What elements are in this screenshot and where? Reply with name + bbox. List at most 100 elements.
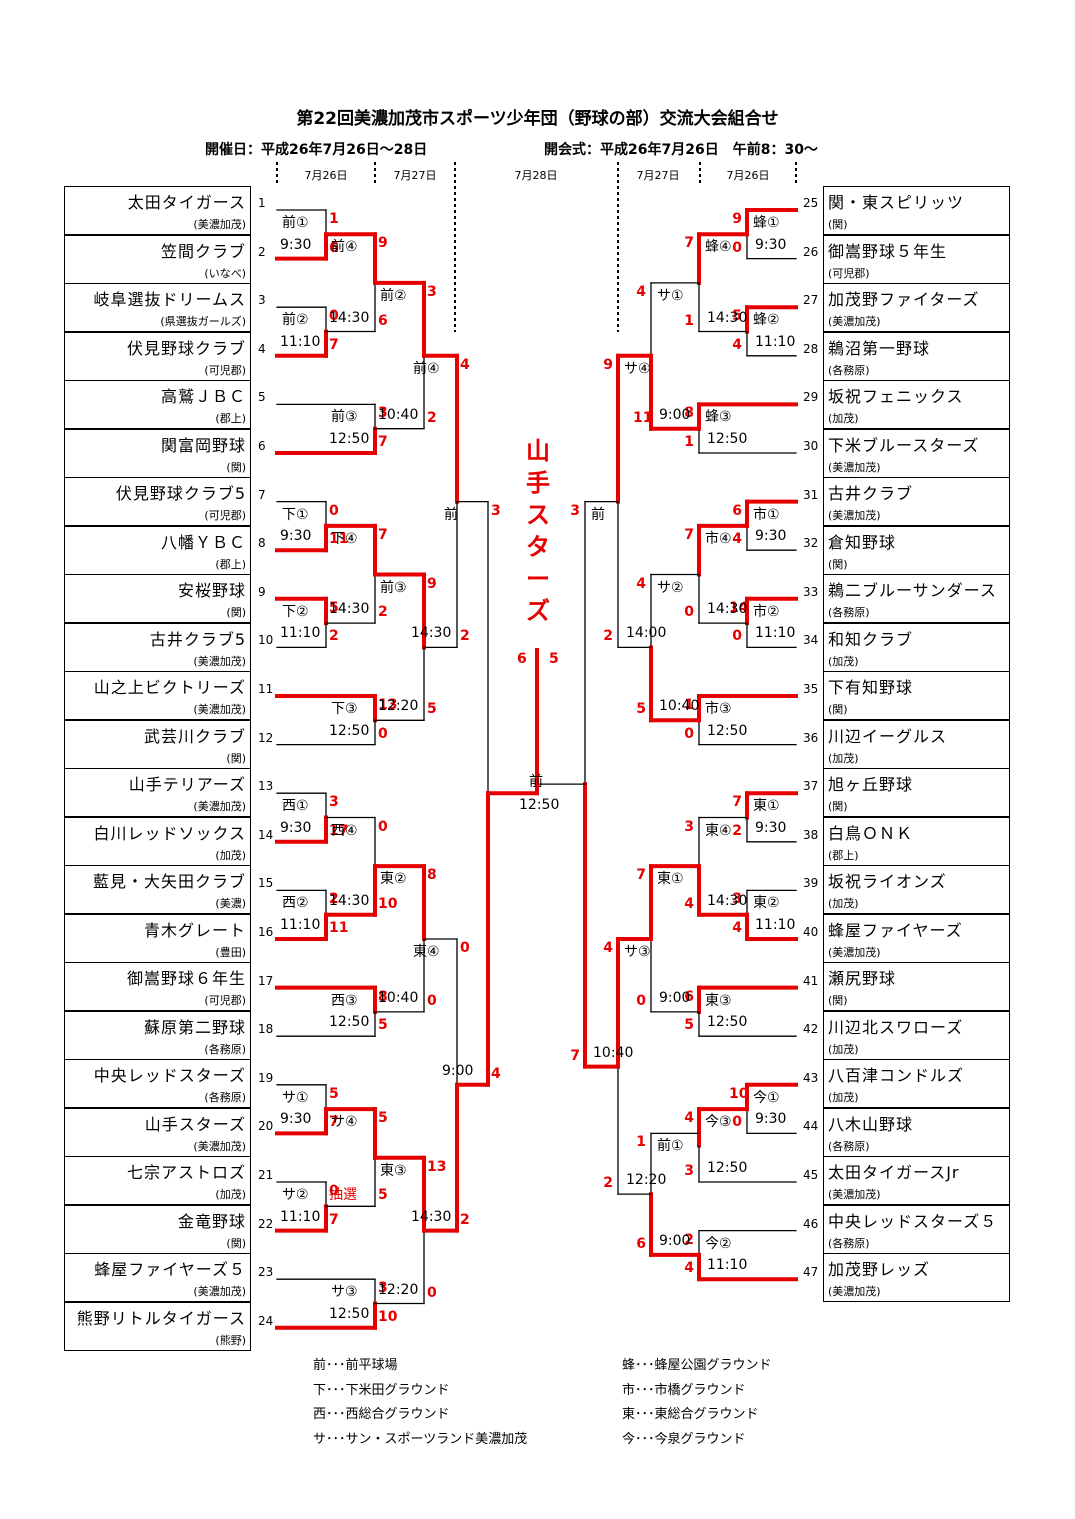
team-region: (各務原) [828, 1139, 870, 1153]
game-time: 12:50 [707, 1160, 748, 1176]
game-score: 1 [636, 1134, 646, 1151]
seed-number: 10 [258, 633, 274, 648]
game-score: 7 [329, 336, 339, 353]
game-score: 4 [636, 283, 646, 300]
game-score: 9 [378, 235, 388, 252]
seed-number: 43 [803, 1070, 819, 1085]
game-score: 7 [636, 867, 646, 884]
team-name: 鵜沼第一野球 [828, 338, 931, 358]
seed-number: 5 [258, 390, 266, 405]
game-label: 蜂① [753, 215, 780, 231]
game-score: 0 [329, 1183, 339, 1199]
seed-number: 21 [258, 1168, 274, 1182]
event-dates: 開催日：平成26年7月26日～28日 [205, 142, 428, 158]
team-region: (美濃加茂) [193, 800, 246, 813]
game-score: 4 [684, 1110, 694, 1127]
team-name: 藍見・大矢田クラブ [92, 872, 246, 891]
seed-number: 14 [258, 827, 274, 842]
team-box: 古井クラブ(美濃加茂) [823, 477, 1010, 526]
team-region: (加茂) [215, 1188, 246, 1201]
game-time: 12:50 [329, 431, 370, 447]
game-score: 5 [378, 1017, 388, 1034]
team-name: 坂祝フェニックス [828, 387, 964, 406]
team-name: 武芸川クラブ [143, 726, 246, 746]
game-label: 市② [753, 603, 780, 620]
game-score: 6 [329, 239, 339, 256]
team-region: (美濃加茂) [828, 945, 881, 959]
game-label: 前③ [380, 579, 407, 596]
seed-number: 22 [258, 1216, 274, 1231]
seed-number: 36 [803, 730, 819, 745]
game-score: 13 [378, 697, 398, 713]
game-label: サ③ [624, 944, 651, 960]
game-score: 3 [570, 502, 580, 519]
legend-item: 前･･･前平球場 [313, 1358, 398, 1373]
game-score: 2 [329, 891, 339, 908]
team-name: 鵜二ブルーサンダース [828, 581, 997, 600]
seed-number: 42 [803, 1022, 819, 1037]
game-score: 0 [684, 725, 694, 742]
team-region: (各務原) [828, 363, 870, 377]
team-name: 熊野リトルタイガース [76, 1308, 246, 1328]
game-score: 5 [427, 701, 437, 718]
game-time: 9:30 [280, 236, 312, 253]
game-score: 6 [636, 1235, 646, 1252]
legend-item: 今･･･今泉グラウンド [622, 1432, 746, 1447]
game-score: 3 [491, 502, 501, 519]
seed-number: 41 [803, 973, 819, 988]
game-score: 8 [684, 405, 694, 422]
game-label: 前④ [331, 239, 358, 256]
game-score: 2 [732, 822, 742, 839]
game-time: 10:40 [378, 989, 419, 1006]
game-score: 0 [732, 1114, 742, 1131]
game-score: 5 [636, 701, 646, 718]
seed-number: 34 [803, 633, 819, 648]
game-label: 西② [282, 895, 309, 912]
team-box: 川辺北スワローズ(加茂) [823, 1010, 1010, 1060]
team-name: 中央レッドスターズ５ [828, 1211, 998, 1231]
team-name: 七宗アストロズ [126, 1163, 246, 1182]
game-score: 4 [732, 336, 742, 353]
game-time: 9:00 [442, 1062, 474, 1079]
team-name: 八木山野球 [828, 1114, 914, 1134]
team-region: (美濃加茂) [828, 315, 881, 328]
game-time: 10:40 [659, 698, 700, 715]
team-name: 蜂屋ファイヤーズ５ [94, 1260, 246, 1279]
game-label: 今② [705, 1235, 732, 1252]
game-score: 2 [427, 409, 437, 426]
game-score: 5 [732, 308, 742, 325]
team-region: (関) [226, 1236, 246, 1250]
game-time: 12:50 [707, 431, 748, 447]
team-box: 伏見野球クラブ5(可児郡) [64, 477, 251, 526]
team-box: 太田タイガース(美濃加茂) [64, 186, 251, 235]
game-time: 12:50 [329, 1014, 370, 1031]
team-box: 御嵩野球６年生(可児郡) [64, 962, 251, 1011]
game-label: サ② [657, 579, 684, 596]
game-score: 7 [378, 434, 388, 450]
seed-number: 19 [258, 1070, 274, 1085]
game-label: 前 [591, 506, 605, 523]
game-score: 5 [329, 599, 339, 616]
team-region: (県選抜ガールズ) [160, 315, 246, 328]
team-name: 倉知野球 [828, 532, 897, 552]
game-score: 8 [378, 988, 388, 1005]
seed-number: 46 [803, 1216, 819, 1231]
game-label: 下③ [331, 701, 358, 717]
team-name: 下有知野球 [828, 678, 914, 697]
seed-number: 7 [258, 487, 266, 502]
game-score: 0 [329, 502, 339, 519]
game-score: 4 [636, 575, 646, 592]
game-score: 2 [378, 604, 388, 621]
game-time: 12:50 [329, 722, 370, 739]
seed-number: 8 [258, 536, 266, 551]
game-score: 17 [329, 822, 349, 839]
game-label: 市① [753, 506, 780, 523]
game-time: 12:20 [378, 1281, 419, 1298]
game-label: サ② [282, 1187, 309, 1203]
seed-number: 37 [803, 779, 819, 794]
team-box: 加茂野ファイターズ(美濃加茂) [823, 283, 1010, 332]
team-box: 八百津コンドルズ(加茂) [823, 1059, 1010, 1108]
team-region: (関) [828, 557, 848, 571]
game-label: 今③ [705, 1114, 732, 1131]
seed-number: 6 [258, 439, 266, 453]
